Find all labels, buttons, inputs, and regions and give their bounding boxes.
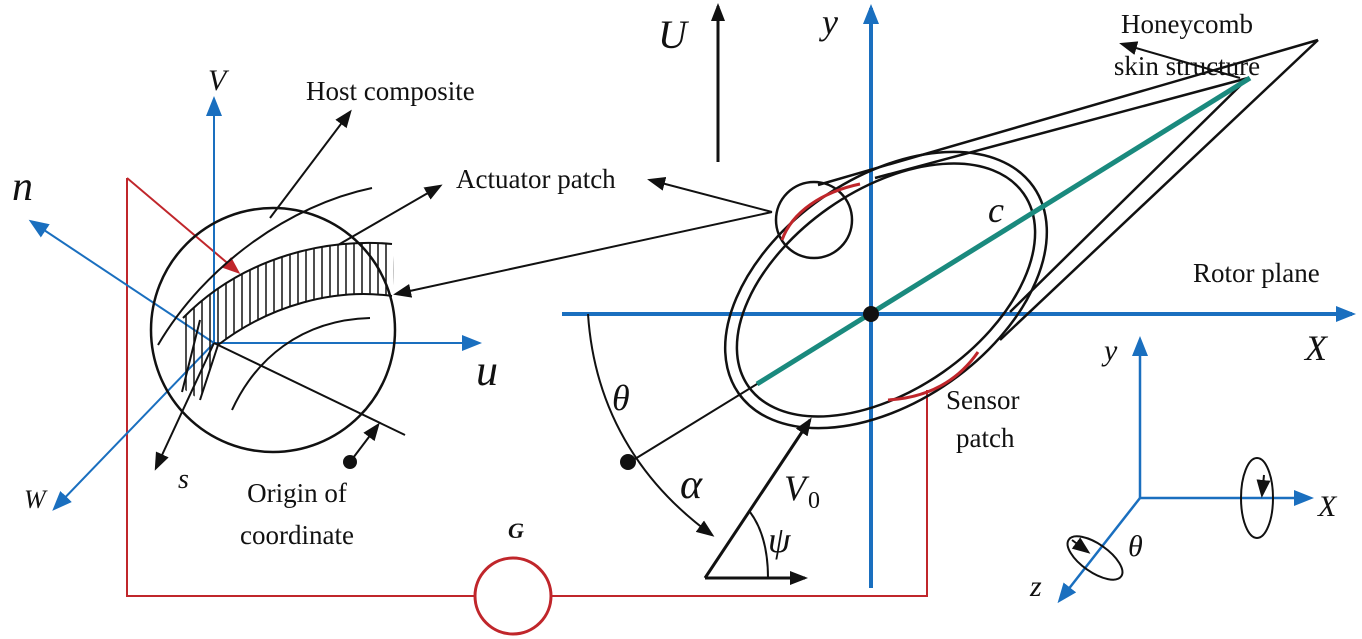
symbol-y-main: y — [819, 2, 838, 42]
symbol-n: n — [12, 164, 33, 210]
inner-skin — [735, 162, 1037, 418]
control-circuit — [126, 177, 928, 636]
psi-arc — [749, 511, 769, 579]
s-axis-arrow — [154, 342, 215, 471]
symbol-c: c — [988, 190, 1004, 230]
outer-skin — [723, 150, 1049, 430]
rotor-plane-label: Rotor plane — [1193, 258, 1320, 288]
sensor-label-1: Sensor — [946, 385, 1020, 415]
main-axes — [562, 4, 1356, 588]
symbol-V: V — [208, 64, 230, 97]
symbol-X-main: X — [1303, 328, 1329, 368]
blade-section — [629, 38, 1319, 463]
honeycomb-pointer — [1119, 41, 1241, 79]
sensor-label-2: patch — [956, 423, 1015, 453]
honeycomb-label-2: skin structure — [1114, 51, 1260, 81]
circuit-wire — [126, 178, 475, 597]
cross-section-sphere — [149, 187, 406, 454]
theta-dot — [620, 454, 636, 470]
actuator-band-pointer — [337, 184, 443, 246]
symbol-alpha: α — [680, 462, 703, 508]
small-z-axis — [1057, 497, 1141, 604]
v0-sub: 0 — [808, 488, 820, 514]
v0-arrow — [703, 417, 812, 579]
symbol-W: W — [24, 485, 48, 514]
symbol-y-small: y — [1101, 334, 1118, 367]
small-axes — [1057, 336, 1314, 604]
sensor-patch-mark — [887, 351, 980, 402]
z-rotation-ellipse — [1066, 535, 1124, 581]
center-point — [863, 306, 879, 322]
actuator-patch-pointer — [647, 177, 773, 213]
x-rotation-ellipse — [1240, 457, 1274, 539]
origin-label-2: coordinate — [240, 520, 354, 550]
honeycomb-label-1: Honeycomb — [1121, 9, 1253, 39]
controller-g-circle — [473, 556, 553, 636]
actuator-patch-label: Actuator patch — [456, 164, 616, 194]
sensor-link-arrow — [393, 211, 773, 298]
symbol-X-small: X — [1317, 490, 1338, 523]
controller-g-label: G — [508, 518, 524, 543]
hatched-band — [183, 242, 394, 400]
left-pointer-arrows — [154, 109, 773, 471]
v0-base: V — [784, 468, 810, 508]
circuit-wire-right — [551, 390, 928, 597]
origin-label-1: Origin of — [247, 478, 347, 508]
chord-line — [755, 75, 1252, 387]
theta-arc — [587, 313, 715, 537]
symbol-psi: ψ — [768, 520, 791, 560]
symbol-theta-main: θ — [612, 378, 630, 418]
symbol-theta-small: θ — [1128, 530, 1143, 563]
origin-pointer — [349, 422, 380, 463]
host-composite-pointer — [269, 109, 352, 219]
actuator-zoom-circle — [774, 180, 854, 260]
circuit-arrow — [126, 177, 241, 274]
host-composite-label: Host composite — [306, 76, 475, 106]
symbol-z-small: z — [1029, 570, 1042, 603]
actuator-patch-mark — [780, 182, 861, 241]
symbol-u: u — [476, 346, 498, 395]
symbol-s: s — [178, 464, 189, 495]
velocity-triangle — [703, 417, 812, 585]
symbol-V0: V0 — [784, 468, 820, 514]
symbol-U: U — [658, 12, 690, 57]
rotation-symbols — [1066, 457, 1274, 581]
origin-dot — [343, 455, 357, 469]
